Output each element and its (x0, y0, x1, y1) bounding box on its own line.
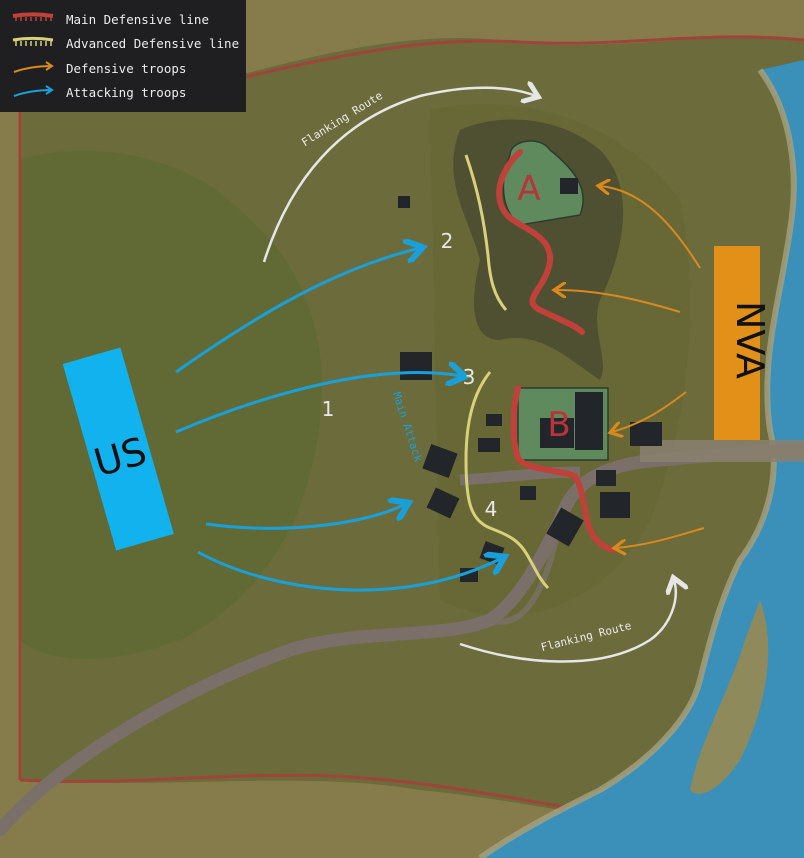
attack-arrow-2 (175, 248, 420, 374)
yellow-tick-line-icon (12, 37, 54, 46)
bridge (640, 440, 804, 462)
legend: Main Defensive line Advanced Defensive l… (0, 0, 246, 112)
blue-arrow-icon (13, 85, 54, 97)
riverbank (478, 68, 797, 858)
legend-label: Main Defensive line (66, 11, 209, 27)
flanking-route-bottom (459, 580, 676, 663)
legend-item-defensive-troops: Defensive troops (10, 58, 186, 78)
us-force (62, 347, 174, 551)
legend-label: Defensive troops (66, 60, 187, 76)
advanced-defensive-line-a (464, 154, 508, 311)
attack-number-3: 3 (463, 365, 476, 389)
legend-item-main-defensive-line: Main Defensive line (10, 9, 209, 29)
legend-label: Attacking troops (66, 84, 187, 100)
main-defensive-line-b (510, 385, 616, 553)
attack-number-4: 4 (485, 497, 498, 521)
compound-a (502, 140, 584, 226)
side-road (489, 519, 563, 625)
legend-item-attacking-troops: Attacking troops (10, 82, 186, 102)
attack-number-1: 1 (322, 397, 335, 421)
objective-a-label: A (517, 169, 540, 209)
advanced-defensive-line-b (464, 371, 550, 590)
legend-item-advanced-defensive-line: Advanced Defensive line (10, 33, 239, 53)
red-tick-line-icon (12, 12, 54, 21)
nva-block (714, 246, 760, 440)
grass-zone (20, 150, 322, 659)
objective-b-label: B (547, 405, 570, 445)
legend-label: Advanced Defensive line (66, 35, 240, 51)
attack-arrows (175, 248, 502, 592)
orange-arrow-icon (13, 61, 54, 73)
defense-arrows (556, 186, 705, 548)
attack-number-2: 2 (441, 229, 454, 253)
river (480, 60, 804, 858)
main-defensive-line-a (496, 149, 585, 335)
attack-arrow-4a (205, 504, 406, 530)
attack-arrow-4b (197, 550, 502, 592)
flanking-route-top (262, 88, 536, 263)
us-block (62, 347, 174, 551)
river-island (690, 600, 769, 794)
nva-label: NVA (728, 301, 772, 379)
attack-arrow-3 (175, 373, 462, 434)
